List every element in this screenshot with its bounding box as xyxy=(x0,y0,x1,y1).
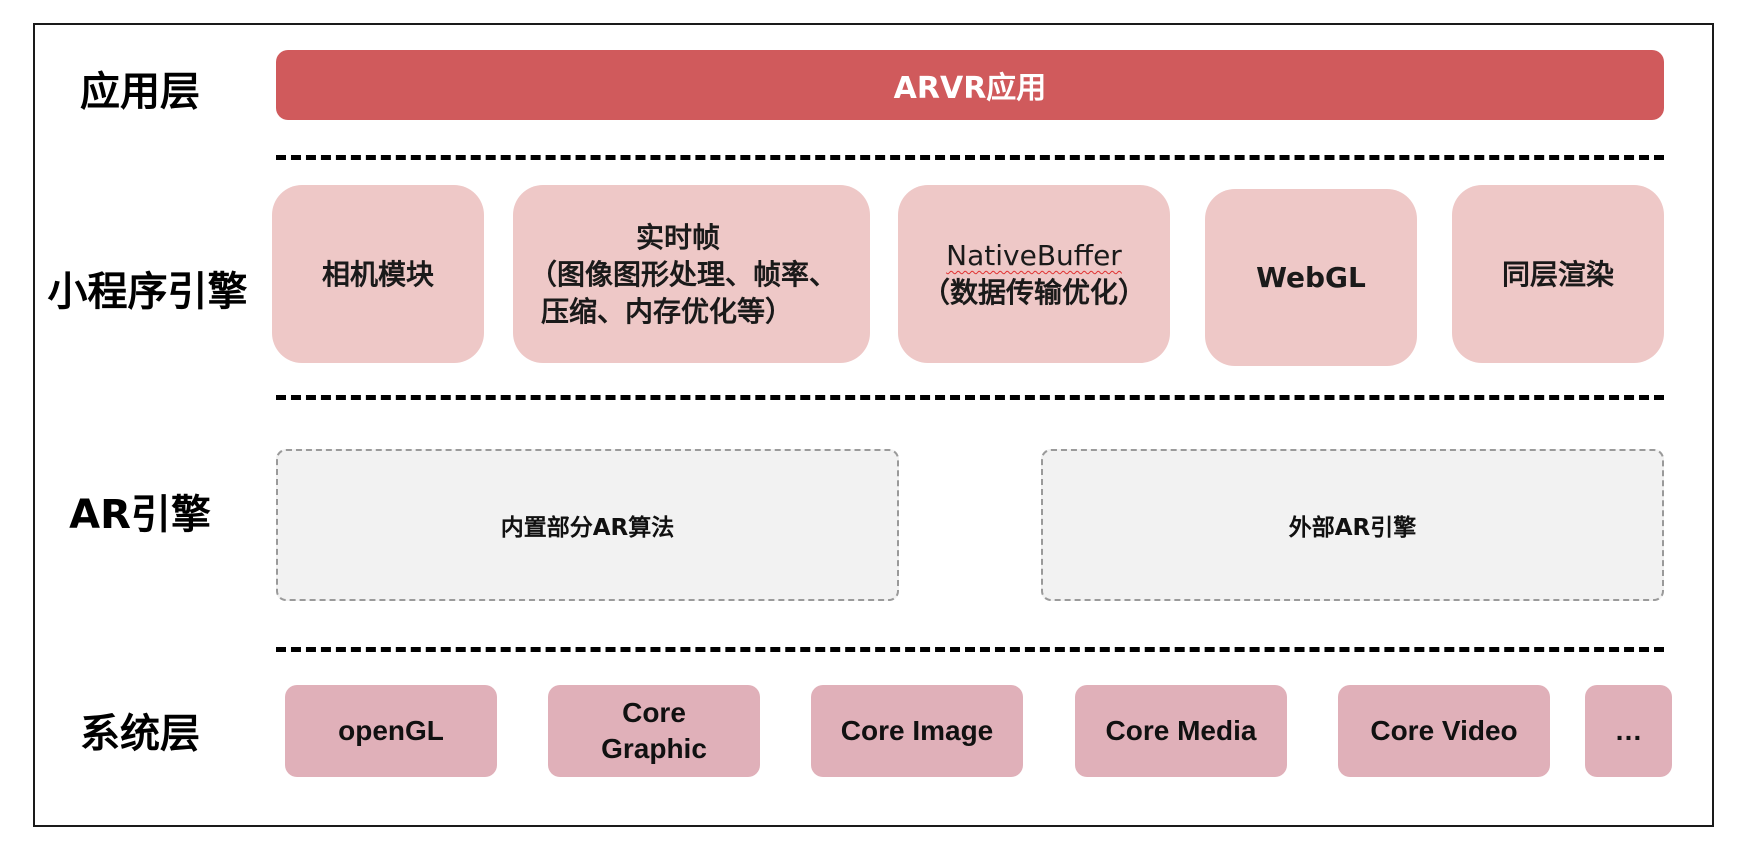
system-item-core-media: Core Media xyxy=(1075,685,1287,777)
camera-module-block: 相机模块 xyxy=(272,185,484,363)
system-item-core-image: Core Image xyxy=(811,685,1023,777)
builtin-ar-algorithm-block: 内置部分AR算法 xyxy=(276,449,899,601)
native-buffer-detail: （数据传输优化） xyxy=(921,276,1146,309)
system-item-label: Core Image xyxy=(840,715,994,746)
system-item-label: Graphic xyxy=(601,733,707,764)
diagram-frame xyxy=(33,23,1714,827)
system-item-opengl: openGL xyxy=(285,685,497,777)
same-layer-render-label: 同层渲染 xyxy=(1501,257,1614,291)
realtime-frame-title: 实时帧 xyxy=(636,220,721,254)
realtime-frame-block: 实时帧 （图像图形处理、帧率、 压缩、内存优化等） xyxy=(513,185,870,363)
external-ar-engine-label: 外部AR引擎 xyxy=(1288,515,1417,541)
layer-label-miniprogram-engine: 小程序引擎 xyxy=(47,269,248,315)
realtime-frame-detail-2: 压缩、内存优化等） xyxy=(541,294,794,328)
webgl-block: WebGL xyxy=(1205,189,1417,366)
layer-label-ar-engine: AR引擎 xyxy=(69,492,211,538)
camera-module-label: 相机模块 xyxy=(321,257,434,291)
native-buffer-title: NativeBuffer xyxy=(946,239,1122,272)
system-item-more: … xyxy=(1585,685,1672,777)
system-item-label: Core xyxy=(622,697,686,728)
native-buffer-block: NativeBuffer （数据传输优化） xyxy=(898,185,1170,363)
system-item-label: … xyxy=(1614,715,1643,746)
system-item-label: Core Media xyxy=(1105,715,1257,746)
layer-label-application: 应用层 xyxy=(80,69,200,115)
system-item-core-video: Core Video xyxy=(1338,685,1550,777)
realtime-frame-detail-1: （图像图形处理、帧率、 xyxy=(529,257,838,291)
external-ar-engine-block: 外部AR引擎 xyxy=(1041,449,1664,601)
layer-label-system: 系统层 xyxy=(80,711,200,757)
layer-divider xyxy=(276,395,1664,400)
layer-divider xyxy=(276,155,1664,160)
arvr-app-label: ARVR应用 xyxy=(893,71,1047,106)
layer-divider xyxy=(276,647,1664,652)
same-layer-render-block: 同层渲染 xyxy=(1452,185,1664,363)
arvr-app-block: ARVR应用 xyxy=(276,50,1664,120)
webgl-label: WebGL xyxy=(1256,261,1366,294)
system-item-label: openGL xyxy=(338,715,444,746)
builtin-ar-algorithm-label: 内置部分AR算法 xyxy=(500,515,675,541)
system-item-core-graphic: Core Graphic xyxy=(548,685,760,777)
system-item-label: Core Video xyxy=(1370,715,1518,746)
